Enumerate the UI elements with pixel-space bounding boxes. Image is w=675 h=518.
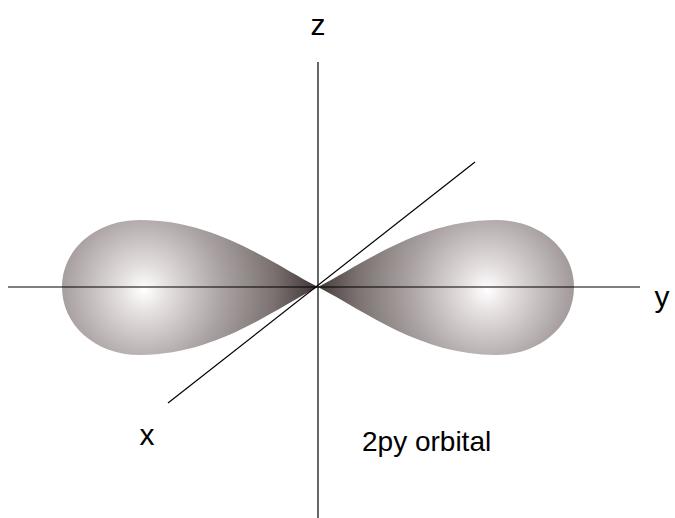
- axis-label: x: [140, 420, 155, 450]
- orbital-name: 2py orbital: [362, 428, 491, 456]
- axis-label: z: [311, 10, 326, 40]
- x-axis: [168, 162, 475, 403]
- z-axis: [317, 62, 318, 518]
- axis-label: y: [655, 282, 670, 312]
- y-axis: [8, 286, 640, 287]
